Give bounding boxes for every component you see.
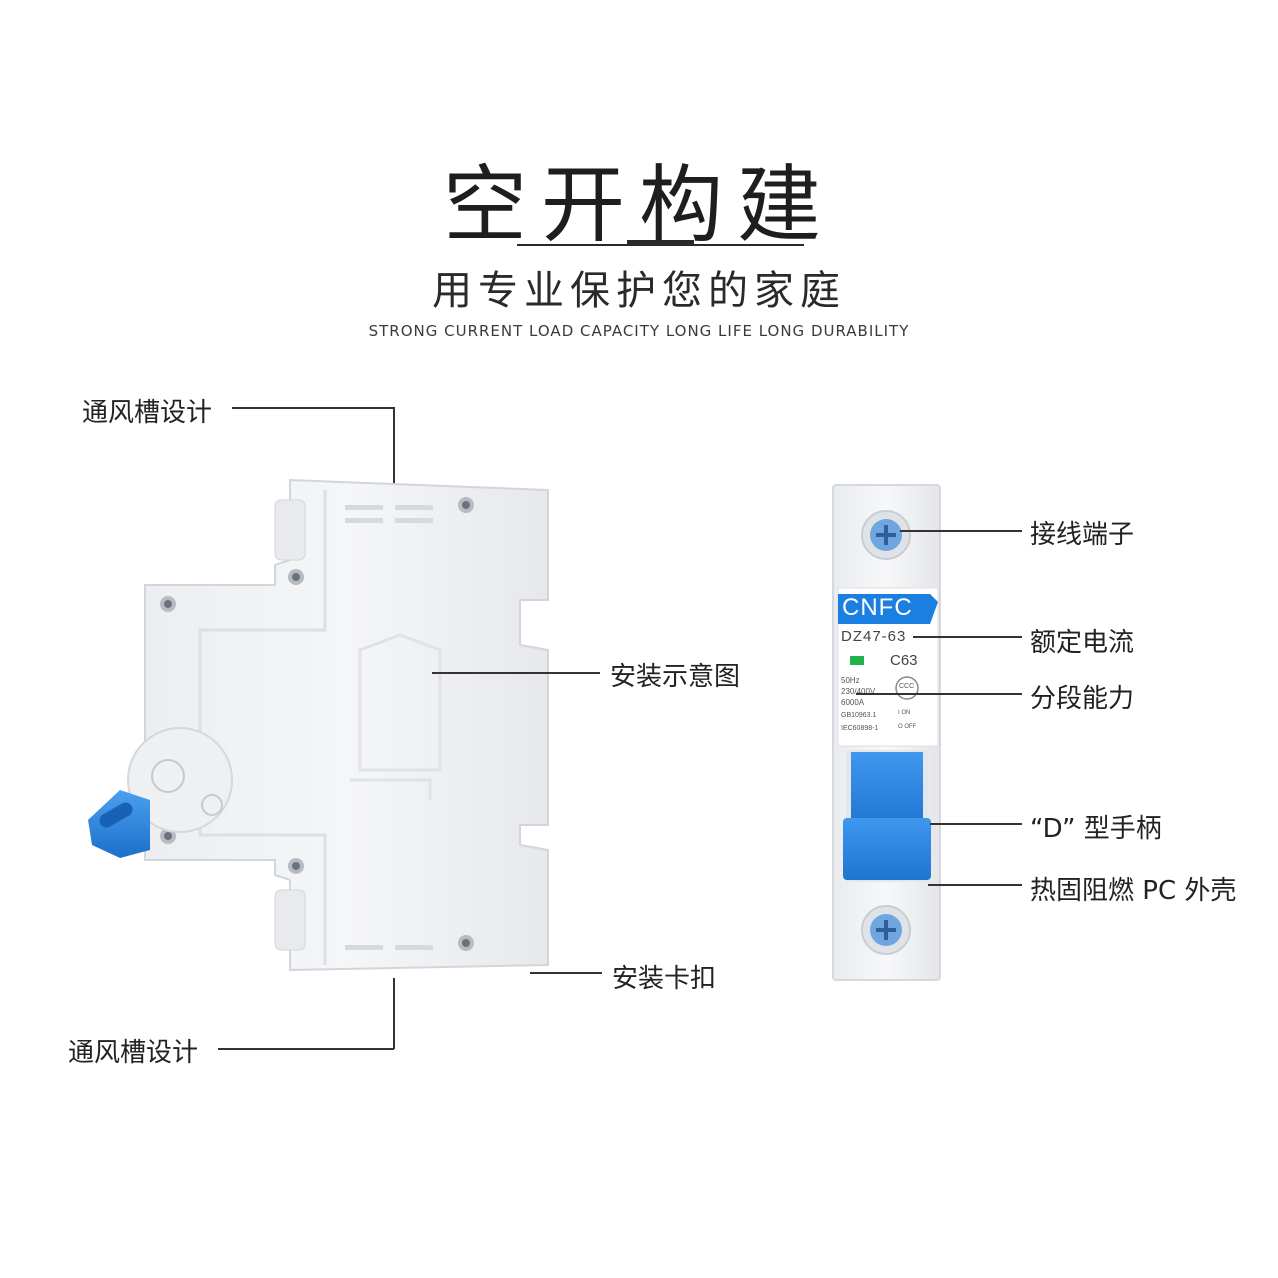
leader-install-diagram: [432, 672, 600, 674]
leader-vent-bottom-h: [218, 1048, 394, 1050]
standard1-text: GB10963.1: [841, 712, 877, 719]
callout-terminal: 接线端子: [1030, 520, 1135, 550]
leader-pc-shell: [928, 884, 1022, 886]
callout-install-clip: 安装卡扣: [612, 964, 717, 994]
callout-vent-top: 通风槽设计: [82, 398, 213, 428]
model-text: DZ47-63: [841, 628, 907, 645]
capacity-text: 6000A: [841, 698, 865, 707]
page-title: 空开构建: [442, 156, 835, 254]
voltage-text: 230/400V: [841, 687, 876, 696]
leader-terminal: [900, 530, 1022, 532]
title-divider-accent: [627, 240, 694, 246]
leader-rated-current: [913, 636, 1022, 638]
callout-pc-shell: 热固阻燃 PC 外壳: [1030, 876, 1237, 906]
leader-breaking-capacity: [856, 693, 1022, 695]
freq-text: 50Hz: [841, 676, 860, 685]
callout-install-diagram: 安装示意图: [610, 662, 741, 692]
ccc-mark-text: CCC: [899, 683, 915, 690]
callout-rated-current: 额定电流: [1030, 628, 1135, 658]
leader-vent-top-h: [232, 407, 394, 409]
brand-logo-text: CNFC: [842, 594, 913, 621]
leader-install-clip: [530, 972, 602, 974]
off-text: O OFF: [898, 724, 917, 730]
page-subtitle: 用专业保护您的家庭: [432, 268, 846, 314]
page-tagline: STRONG CURRENT LOAD CAPACITY LONG LIFE L…: [368, 322, 910, 340]
on-text: I ON: [898, 710, 911, 716]
leader-vent-top-v: [393, 407, 395, 483]
standard2-text: IEC60898-1: [841, 725, 879, 732]
callout-d-handle: “D” 型手柄: [1030, 814, 1162, 844]
callout-vent-bottom: 通风槽设计: [68, 1038, 199, 1068]
leader-vent-bottom-v: [393, 978, 395, 1049]
rating-text: C63: [890, 652, 918, 669]
leader-d-handle: [930, 823, 1022, 825]
callout-breaking-capacity: 分段能力: [1030, 684, 1135, 714]
